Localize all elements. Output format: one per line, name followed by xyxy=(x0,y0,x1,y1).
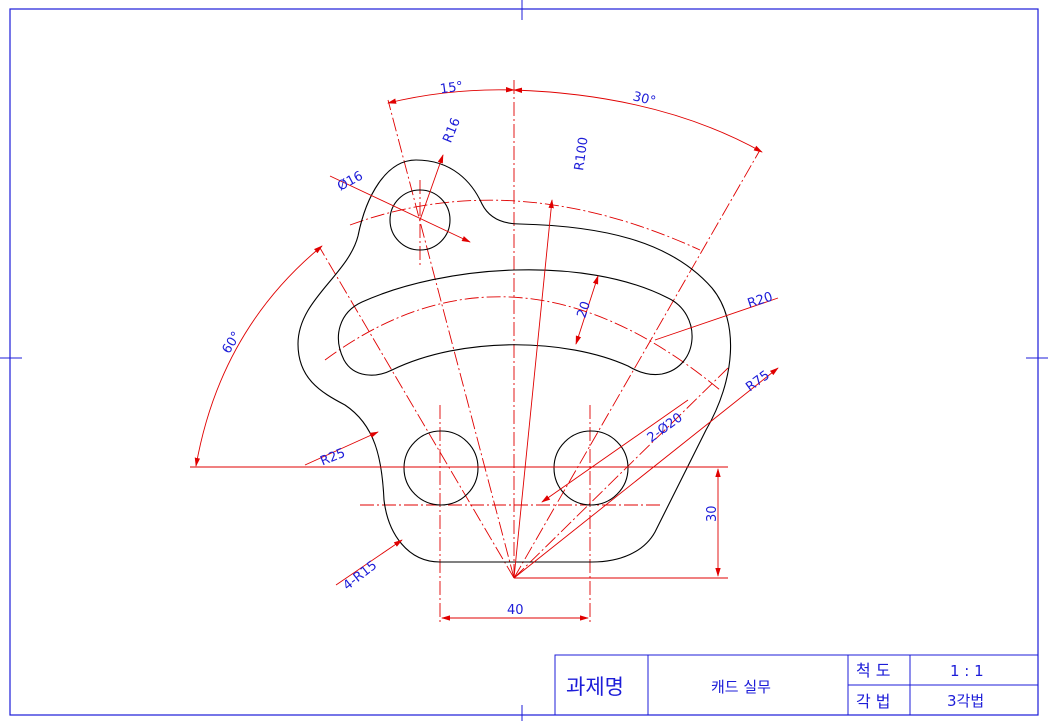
center-lines xyxy=(319,80,761,625)
label-h30: 30 xyxy=(705,505,720,522)
label-angle-60: 60° xyxy=(219,329,244,356)
title-block-scale-label: 척 도 xyxy=(856,661,891,680)
title-block-project-name: 캐드 실무 xyxy=(711,678,771,696)
r15-leader xyxy=(335,539,403,586)
arc-30 xyxy=(513,87,763,153)
r20-leader xyxy=(654,297,779,341)
r25-leader xyxy=(304,431,379,466)
part-outline xyxy=(297,159,732,563)
dimension-lines xyxy=(190,87,779,621)
slot xyxy=(337,269,693,376)
label-r25: R25 xyxy=(318,446,347,469)
top-hole xyxy=(389,189,451,251)
r100-leader xyxy=(513,199,554,579)
r75-leader xyxy=(513,367,779,579)
left-hole xyxy=(403,430,479,506)
arc-15 xyxy=(387,87,515,104)
title-block-method-label: 각 법 xyxy=(856,692,891,711)
label-r75: R75 xyxy=(743,368,773,395)
dia16-leader xyxy=(329,175,471,243)
label-w40: 40 xyxy=(507,603,524,618)
title-block xyxy=(554,654,1039,716)
outer-contour xyxy=(297,159,732,563)
dimension-labels: 15° 30° 60° R16 Ø16 R100 R20 20 R75 2-Ø2… xyxy=(219,79,774,618)
arc-60 xyxy=(194,245,323,467)
label-angle-30: 30° xyxy=(631,89,657,109)
r16-leader xyxy=(419,154,444,221)
label-r20: R20 xyxy=(746,290,775,312)
holes-leader xyxy=(541,399,689,503)
title-block-project-label: 과제명 xyxy=(566,675,624,699)
label-width20: 20 xyxy=(575,300,594,320)
title-block-method-value: 3각법 xyxy=(947,692,984,710)
label-angle-15: 15° xyxy=(439,79,464,97)
right-hole xyxy=(553,430,629,506)
title-block-scale-value: 1 : 1 xyxy=(950,662,984,680)
width20-dim xyxy=(575,275,599,345)
label-r15: 4-R15 xyxy=(340,558,380,594)
label-r100: R100 xyxy=(572,136,592,172)
label-r16: R16 xyxy=(440,116,463,145)
